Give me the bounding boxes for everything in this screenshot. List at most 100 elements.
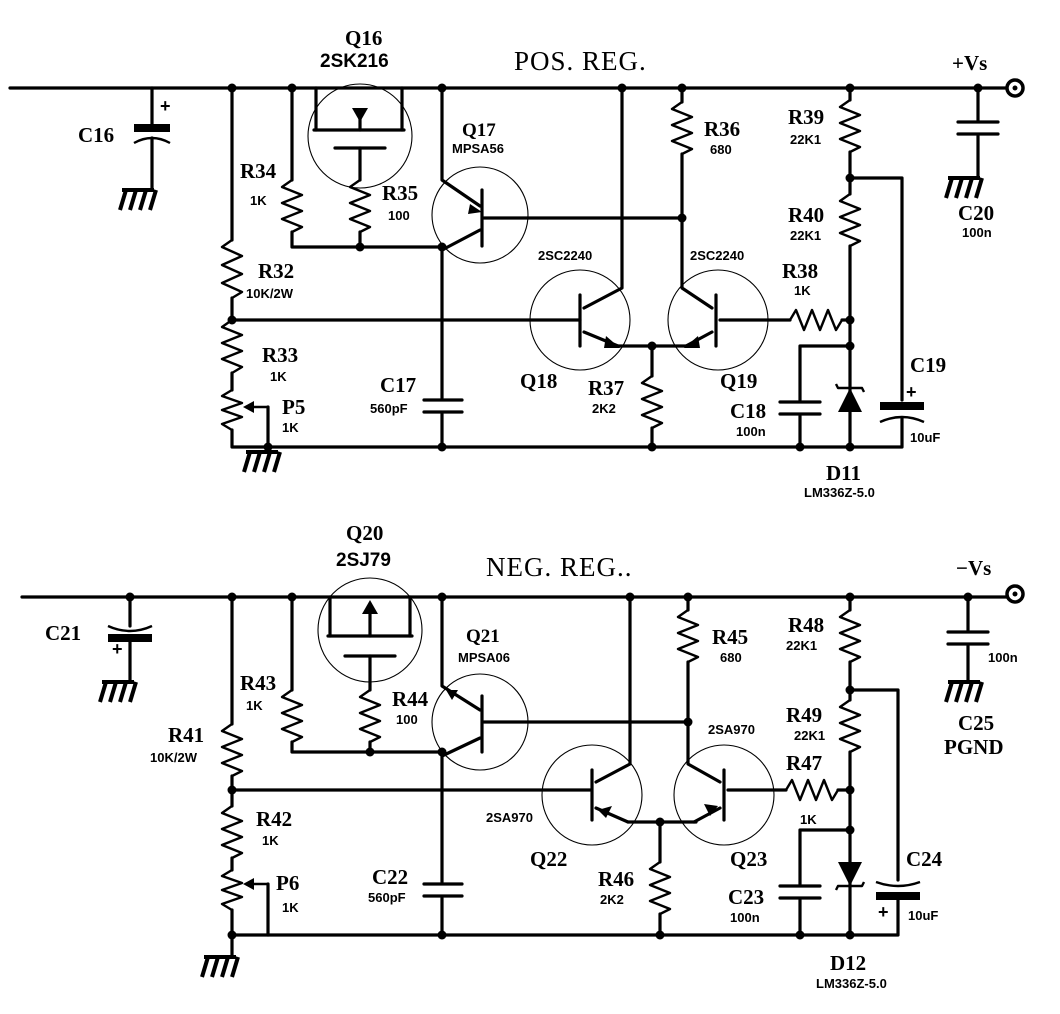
r47-val: 1K bbox=[800, 812, 817, 827]
r38-ref: R38 bbox=[782, 259, 818, 283]
q17-part: MPSA56 bbox=[452, 141, 504, 156]
q20-part: 2SJ79 bbox=[336, 550, 391, 571]
c16-ref: C16 bbox=[78, 123, 114, 147]
c19-pol: + bbox=[906, 382, 917, 402]
r45-val: 680 bbox=[720, 650, 742, 665]
c19-val: 10uF bbox=[910, 430, 940, 445]
r32-val: 10K/2W bbox=[246, 286, 294, 301]
p6-ref: P6 bbox=[276, 871, 299, 895]
transistor-q18 bbox=[529, 86, 688, 371]
p5-ref: P5 bbox=[282, 395, 305, 419]
r36-val: 680 bbox=[710, 142, 732, 157]
r42-ref: R42 bbox=[256, 807, 292, 831]
r34-ref: R34 bbox=[240, 159, 277, 183]
r38-val: 1K bbox=[794, 283, 811, 298]
c21-ref: C21 bbox=[45, 621, 81, 645]
q16-part: 2SK216 bbox=[320, 51, 389, 72]
r43-ref: R43 bbox=[240, 671, 276, 695]
q22-part: 2SA970 bbox=[486, 810, 533, 825]
q19-part: 2SC2240 bbox=[690, 248, 744, 263]
p5-val: 1K bbox=[282, 420, 299, 435]
mosfet-q16 bbox=[290, 83, 413, 189]
r48-ref: R48 bbox=[788, 613, 824, 637]
r49-ref: R49 bbox=[786, 703, 822, 727]
c25-val: 100n bbox=[988, 650, 1018, 665]
c24-ref: C24 bbox=[906, 847, 943, 871]
r44-ref: R44 bbox=[392, 687, 429, 711]
c21-pol: + bbox=[112, 639, 123, 659]
c20-val: 100n bbox=[962, 225, 992, 240]
c17-ref: C17 bbox=[380, 373, 416, 397]
r43-val: 1K bbox=[246, 698, 263, 713]
vs-neg-label: −Vs bbox=[956, 556, 991, 580]
d12-ref: D12 bbox=[830, 951, 866, 975]
p6-val: 1K bbox=[282, 900, 299, 915]
q18-part: 2SC2240 bbox=[538, 248, 592, 263]
zener-d12 bbox=[834, 862, 866, 891]
pgnd-label: PGND bbox=[944, 735, 1004, 759]
transistor-q21 bbox=[431, 595, 690, 771]
c17-val: 560pF bbox=[370, 401, 408, 416]
r35-val: 100 bbox=[388, 208, 410, 223]
r36-ref: R36 bbox=[704, 117, 740, 141]
c20-ref: C20 bbox=[958, 201, 994, 225]
c23-val: 100n bbox=[730, 910, 760, 925]
c18-val: 100n bbox=[736, 424, 766, 439]
transistor-q23 bbox=[673, 720, 788, 846]
negative-regulator bbox=[20, 577, 1025, 979]
r41-ref: R41 bbox=[168, 723, 204, 747]
q19-ref: Q19 bbox=[720, 369, 757, 393]
r37-val: 2K2 bbox=[592, 401, 616, 416]
r40-val: 22K1 bbox=[790, 228, 821, 243]
vs-pos-label: +Vs bbox=[952, 51, 987, 75]
r33-ref: R33 bbox=[262, 343, 298, 367]
r37-ref: R37 bbox=[588, 376, 624, 400]
r41-val: 10K/2W bbox=[150, 750, 198, 765]
r35-ref: R35 bbox=[382, 181, 418, 205]
q23-ref: Q23 bbox=[730, 847, 767, 871]
zener-d11 bbox=[834, 383, 866, 412]
pos-title: POS. REG. bbox=[514, 46, 647, 76]
r34-val: 1K bbox=[250, 193, 267, 208]
q16-ref: Q16 bbox=[345, 26, 382, 50]
labels: POS. REG. Q16 2SK216 Q17 MPSA56 2SC2240 … bbox=[45, 26, 1018, 991]
r39-val: 22K1 bbox=[790, 132, 821, 147]
transistor-q17 bbox=[431, 86, 684, 264]
q17-ref: Q17 bbox=[462, 120, 496, 141]
r40-ref: R40 bbox=[788, 203, 824, 227]
r33-val: 1K bbox=[270, 369, 287, 384]
transistor-q19 bbox=[667, 216, 792, 371]
r49-val: 22K1 bbox=[794, 728, 825, 743]
d12-part: LM336Z-5.0 bbox=[816, 976, 887, 991]
capacitor-c21 bbox=[98, 595, 153, 704]
q20-ref: Q20 bbox=[346, 521, 383, 545]
transistor-q22 bbox=[541, 595, 698, 846]
c22-ref: C22 bbox=[372, 865, 408, 889]
q23-part: 2SA970 bbox=[708, 722, 755, 737]
r46-val: 2K2 bbox=[600, 892, 624, 907]
d11-ref: D11 bbox=[826, 461, 861, 485]
d11-part: LM336Z-5.0 bbox=[804, 485, 875, 500]
r44-val: 100 bbox=[396, 712, 418, 727]
r48-val: 22K1 bbox=[786, 638, 817, 653]
capacitor-c16 bbox=[118, 86, 171, 212]
c25-ref: C25 bbox=[958, 711, 994, 735]
q21-ref: Q21 bbox=[466, 626, 500, 647]
c16-pol: + bbox=[160, 96, 171, 116]
positive-regulator bbox=[8, 78, 1025, 474]
r46-ref: R46 bbox=[598, 867, 634, 891]
neg-title: NEG. REG.. bbox=[486, 552, 633, 582]
r45-ref: R45 bbox=[712, 625, 748, 649]
c23-ref: C23 bbox=[728, 885, 764, 909]
r42-val: 1K bbox=[262, 833, 279, 848]
q18-ref: Q18 bbox=[520, 369, 557, 393]
r47-ref: R47 bbox=[786, 751, 822, 775]
c19-ref: C19 bbox=[910, 353, 946, 377]
c18-ref: C18 bbox=[730, 399, 766, 423]
r39-ref: R39 bbox=[788, 105, 824, 129]
q21-part: MPSA06 bbox=[458, 650, 510, 665]
q22-ref: Q22 bbox=[530, 847, 567, 871]
c24-pol: + bbox=[878, 902, 889, 922]
c22-val: 560pF bbox=[368, 890, 406, 905]
